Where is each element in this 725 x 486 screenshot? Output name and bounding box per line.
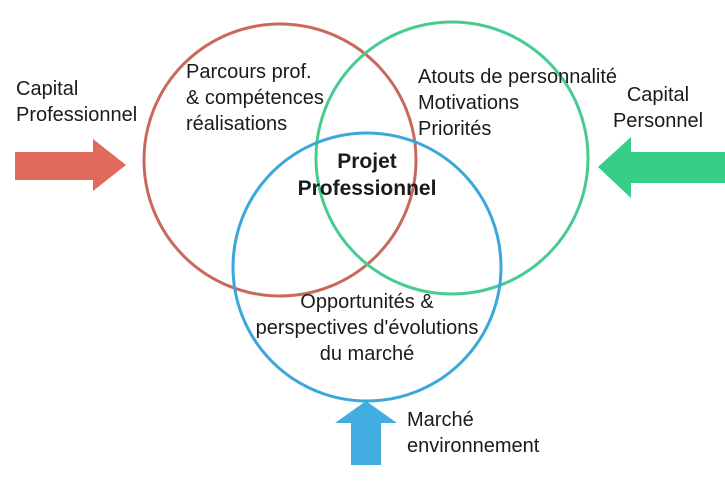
capital-personnel-label: Capital Personnel	[612, 84, 704, 132]
parcours-circle-label: Parcours prof. & compétences réalisation…	[186, 61, 324, 135]
marche-circle-label: Opportunités & perspectives d'évolutions…	[255, 291, 479, 365]
marche-environnement-label: Marché environnement	[407, 409, 540, 457]
arrow-up-icon	[335, 401, 397, 465]
atouts-circle-label: Atouts de personnalité Motivations Prior…	[418, 66, 618, 140]
projet-professionnel-center-label: Projet Professionnel	[297, 150, 437, 200]
arrow-left-icon	[598, 137, 725, 198]
arrow-right-icon	[15, 139, 126, 191]
atouts-circle	[314, 20, 590, 296]
capital-professionnel-label: Capital Professionnel	[16, 78, 138, 126]
marche-circle	[231, 131, 503, 403]
parcours-circle	[142, 22, 418, 298]
